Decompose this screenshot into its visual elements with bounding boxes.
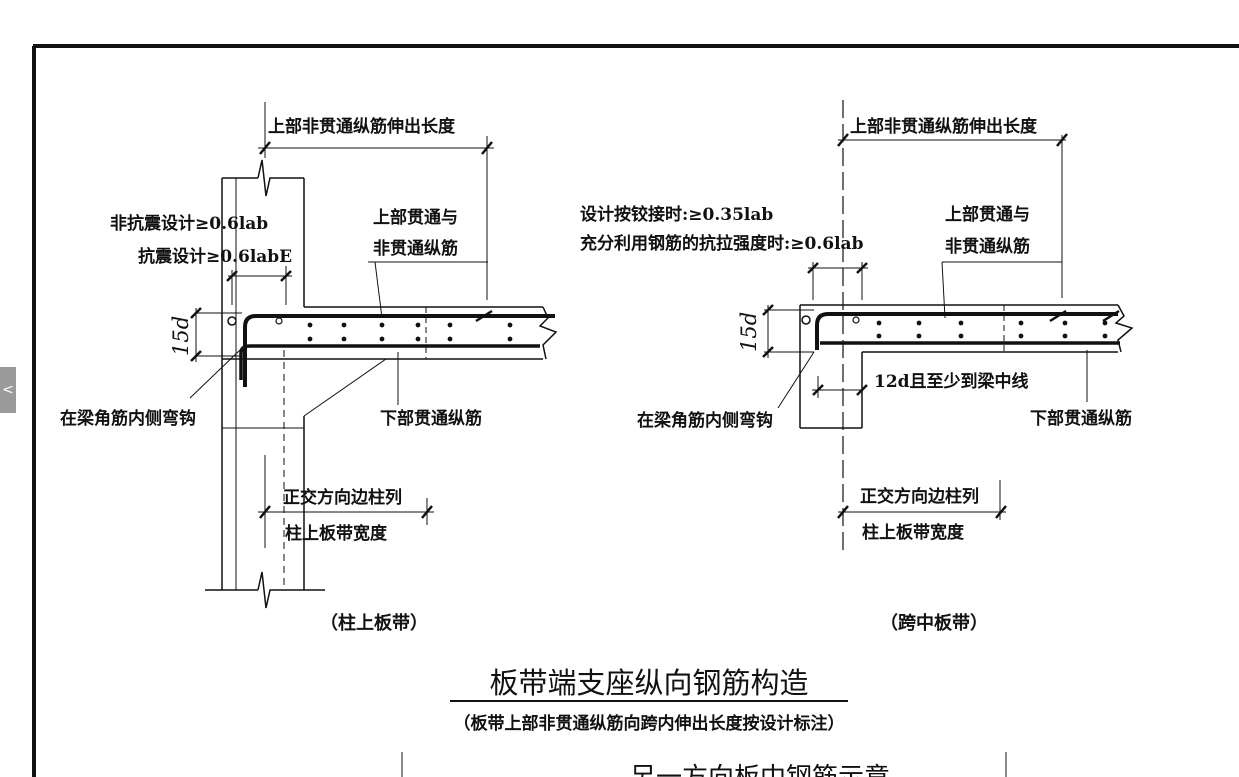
right-anchor-hinged: 设计按铰接时:≥0.35lab xyxy=(580,204,773,225)
right-detail xyxy=(762,100,1134,555)
right-hook-label: 在梁角筋内侧弯钩 xyxy=(637,410,773,431)
right-strip-width-label-1: 正交方向边柱列 xyxy=(860,486,979,507)
right-dim-15d xyxy=(762,304,814,358)
left-strip-width-label-1: 正交方向边柱列 xyxy=(283,487,402,508)
left-column-outline xyxy=(205,159,325,609)
left-anchor-seismic: 抗震设计≥0.6labE xyxy=(138,246,292,267)
right-top-extension-label: 上部非贯通纵筋伸出长度 xyxy=(850,116,1038,137)
sheet-frame xyxy=(32,44,1239,777)
left-top-bars-label-2: 非贯通纵筋 xyxy=(373,238,458,259)
right-caption: （跨中板带） xyxy=(880,612,988,634)
left-bottom-rebar xyxy=(239,344,540,380)
right-hook-dim: 15d xyxy=(737,312,761,352)
left-top-extension-label: 上部非贯通纵筋伸出长度 xyxy=(268,116,456,137)
left-dim-strip-width xyxy=(258,455,434,548)
left-hook-dim: 15d xyxy=(169,316,193,356)
right-dim-top-extension xyxy=(837,133,1068,298)
left-slab-outline xyxy=(222,306,558,417)
left-dim-top-extension xyxy=(258,102,494,300)
left-strip-width-label-2: 柱上板带宽度 xyxy=(285,523,388,544)
left-corner-bar-inner xyxy=(275,317,283,325)
left-top-rebar xyxy=(243,314,555,387)
left-top-bars-label-1: 上部贯通与 xyxy=(373,207,458,228)
right-rebar-dots xyxy=(876,320,1108,339)
left-dim-15d xyxy=(190,307,242,362)
left-dim-anchor xyxy=(226,266,292,305)
right-dim-12d xyxy=(812,376,868,398)
right-corner-bar-inner xyxy=(852,316,860,324)
drawing-title: 板带端支座纵向钢筋构造 xyxy=(489,666,808,700)
right-leaders xyxy=(777,261,1120,409)
right-dim-anchor xyxy=(807,262,868,300)
left-corner-bar xyxy=(227,316,237,326)
right-dim-strip-width xyxy=(837,480,1007,520)
left-caption: （柱上板带） xyxy=(320,612,428,634)
right-beam-outline xyxy=(799,304,1134,429)
prev-page-tab[interactable]: < xyxy=(0,367,16,413)
next-section-frame xyxy=(401,752,1007,777)
right-top-bars-label-2: 非贯通纵筋 xyxy=(945,236,1030,257)
right-bottom-anchor-label: 12d且至少到梁中线 xyxy=(874,371,1029,392)
left-detail xyxy=(189,102,558,609)
right-bottom-bars-label: 下部贯通纵筋 xyxy=(1030,408,1132,429)
left-bottom-bars-label: 下部贯通纵筋 xyxy=(380,408,482,429)
next-section-title: 另一方向板中钢筋示意 xyxy=(630,763,890,777)
right-top-bars-label-1: 上部贯通与 xyxy=(945,204,1030,225)
left-rebar-dots xyxy=(307,322,513,342)
left-hook-label: 在梁角筋内侧弯钩 xyxy=(60,408,196,429)
right-anchor-full: 充分利用钢筋的抗拉强度时:≥0.6lab xyxy=(580,233,864,254)
left-leaders xyxy=(189,261,493,405)
right-top-rebar xyxy=(815,312,1118,350)
right-strip-width-label-2: 柱上板带宽度 xyxy=(862,522,965,543)
drawing-subtitle: （板带上部非贯通纵筋向跨内伸出长度按设计标注） xyxy=(454,713,845,734)
right-corner-bar xyxy=(801,315,811,325)
left-anchor-nonseismic: 非抗震设计≥0.6lab xyxy=(110,213,268,234)
